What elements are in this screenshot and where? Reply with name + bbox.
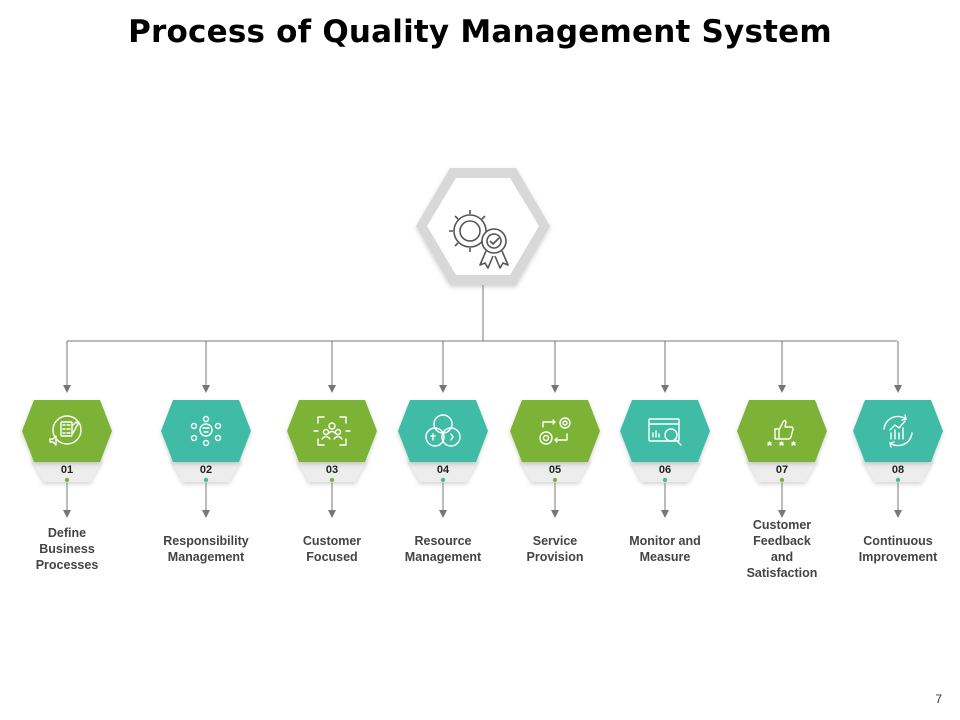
step-01 — [22, 400, 112, 518]
step-04 — [398, 400, 488, 518]
step-hexagon — [22, 400, 112, 462]
step-number: 04 — [436, 464, 450, 476]
step-hexagon — [620, 400, 710, 462]
step-hexagon — [510, 400, 600, 462]
growth-cycle-icon — [883, 414, 913, 448]
focused-group-icon — [313, 416, 351, 446]
step-label: Responsibility Management — [163, 534, 249, 564]
step-hexagon — [398, 400, 488, 462]
step-number: 02 — [199, 464, 213, 476]
step-number: 01 — [60, 464, 74, 476]
step-hexagon — [853, 400, 943, 462]
thumbs-up-rating-icon — [767, 419, 796, 446]
step-hexagon — [161, 400, 251, 462]
step-label: Service Provision — [526, 534, 584, 564]
step-08 — [853, 400, 943, 518]
step-02 — [161, 400, 251, 518]
step-label: Customer Focused — [302, 534, 362, 564]
gears-with-award-ribbon-icon — [449, 210, 509, 269]
step-number: 08 — [891, 464, 905, 476]
step-label: Define Business Processes — [35, 526, 99, 572]
step-03 — [287, 400, 377, 518]
step-number: 06 — [658, 464, 672, 476]
page-title: Process of Quality Management System — [128, 14, 832, 50]
connector-lines — [63, 285, 902, 393]
step-dot — [203, 477, 209, 483]
step-dot — [779, 477, 785, 483]
step-05 — [510, 400, 600, 518]
step-dot — [64, 477, 70, 483]
step-number: 03 — [325, 464, 339, 476]
step-label: Monitor and Measure — [629, 534, 701, 564]
step-number: 07 — [775, 464, 789, 476]
step-07 — [737, 400, 827, 518]
resource-cycle-icon — [425, 414, 461, 447]
step-label: Continuous Improvement — [858, 534, 938, 564]
page-number: 7 — [935, 692, 942, 706]
process-gears-icon — [539, 417, 571, 445]
checklist-document-icon — [49, 415, 82, 446]
step-06 — [620, 400, 710, 518]
step-dot — [662, 477, 668, 483]
step-dot — [440, 477, 446, 483]
hub-hexagon — [416, 168, 550, 285]
step-label: Customer Feedback and Satisfaction — [746, 518, 818, 580]
step-label: Resource Management — [404, 534, 482, 564]
step-dot — [329, 477, 335, 483]
organization-chart-icon — [190, 415, 222, 447]
step-number: 05 — [548, 464, 562, 476]
step-dot — [895, 477, 901, 483]
step-hexagon — [737, 400, 827, 462]
step-dot — [552, 477, 558, 483]
monitor-magnifier-icon — [648, 418, 682, 446]
